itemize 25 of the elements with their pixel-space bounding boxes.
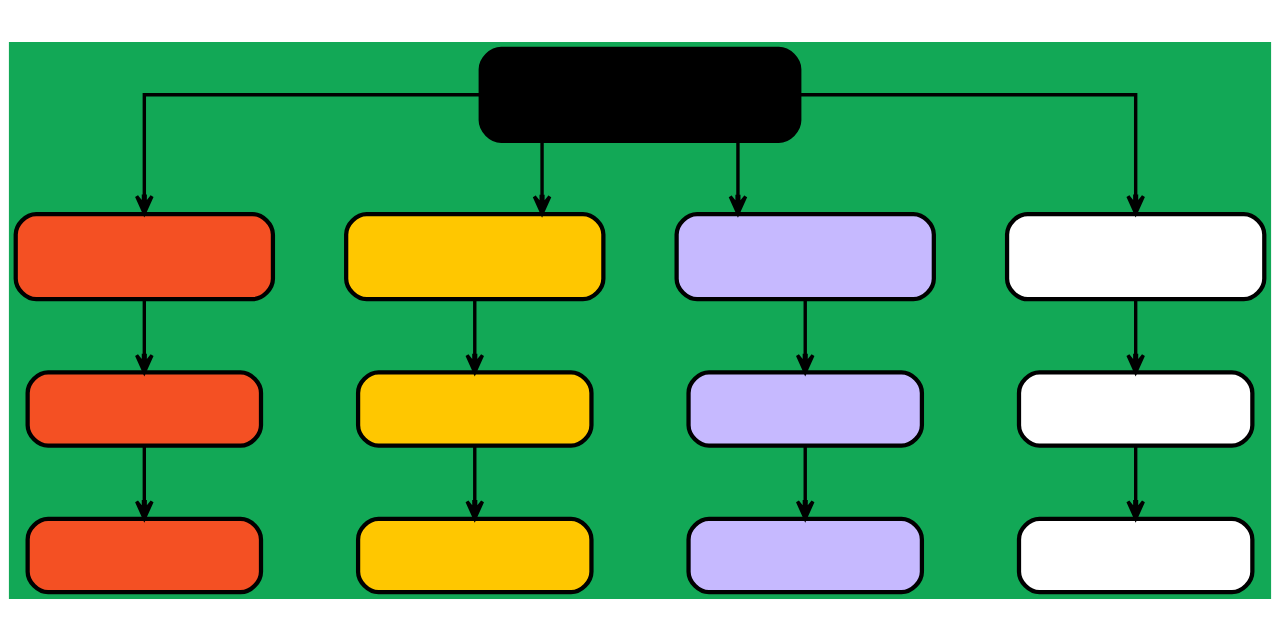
arrow bbox=[728, 140, 748, 215]
arrow bbox=[799, 92, 1146, 215]
node-box bbox=[686, 516, 925, 594]
node-box bbox=[686, 369, 925, 448]
node-box bbox=[1016, 369, 1255, 448]
node-box bbox=[13, 211, 276, 301]
arrow bbox=[134, 92, 481, 215]
node-box bbox=[674, 211, 936, 301]
node-box bbox=[1004, 211, 1267, 301]
arrow bbox=[795, 299, 815, 374]
arrow bbox=[1126, 445, 1146, 520]
node-box bbox=[355, 369, 594, 448]
arrow bbox=[1126, 299, 1146, 374]
arrow bbox=[134, 445, 154, 520]
node-box bbox=[25, 516, 264, 594]
node-box bbox=[344, 211, 606, 301]
node-box bbox=[355, 516, 594, 594]
arrow bbox=[532, 140, 552, 215]
node-box bbox=[25, 369, 264, 448]
node-box bbox=[478, 46, 802, 143]
arrow bbox=[465, 445, 485, 520]
arrow bbox=[134, 299, 154, 374]
arrow bbox=[465, 299, 485, 374]
arrow bbox=[795, 445, 815, 520]
node-box bbox=[1016, 516, 1255, 594]
